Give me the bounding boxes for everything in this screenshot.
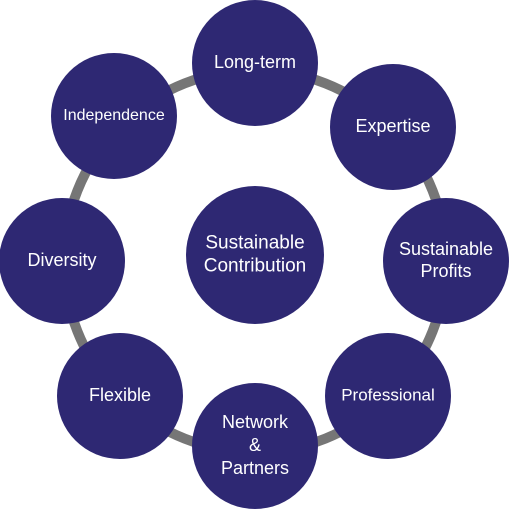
node-flexible-label-line: Flexible — [89, 385, 151, 405]
node-long-term: Long-term — [192, 0, 318, 126]
node-independence: Independence — [51, 53, 177, 179]
node-network-and-partners-label-line: Partners — [221, 458, 289, 478]
node-long-term-circle — [192, 0, 318, 126]
node-flexible-circle — [57, 333, 183, 459]
node-expertise-label-line: Expertise — [355, 116, 430, 136]
node-expertise: Expertise — [330, 64, 456, 190]
center-node-sustainable-contribution-label-line: Contribution — [204, 256, 306, 277]
node-sustainable-profits-label-line: Profits — [420, 261, 471, 281]
node-diversity: Diversity — [0, 198, 125, 324]
node-independence-circle — [51, 53, 177, 179]
node-professional-circle — [325, 333, 451, 459]
node-professional: Professional — [325, 333, 451, 459]
node-sustainable-profits-label-line: Sustainable — [399, 239, 493, 259]
node-network-and-partners-circle — [192, 383, 318, 509]
node-diversity-circle — [0, 198, 125, 324]
node-long-term-label-line: Long-term — [214, 52, 296, 72]
node-professional-label-line: Professional — [341, 385, 435, 404]
node-network-and-partners-label-line: & — [249, 435, 261, 455]
node-flexible: Flexible — [57, 333, 183, 459]
node-expertise-circle — [330, 64, 456, 190]
node-network-and-partners: Network & Partners — [192, 383, 318, 509]
center-node-sustainable-contribution-circle — [186, 186, 324, 324]
node-diversity-label-line: Diversity — [27, 250, 96, 270]
node-network-and-partners-label-line: Network — [222, 412, 289, 432]
node-independence-label-line: Independence — [63, 107, 165, 124]
node-sustainable-profits-circle — [383, 198, 509, 324]
center-node-sustainable-contribution-label-line: Sustainable — [205, 233, 304, 254]
